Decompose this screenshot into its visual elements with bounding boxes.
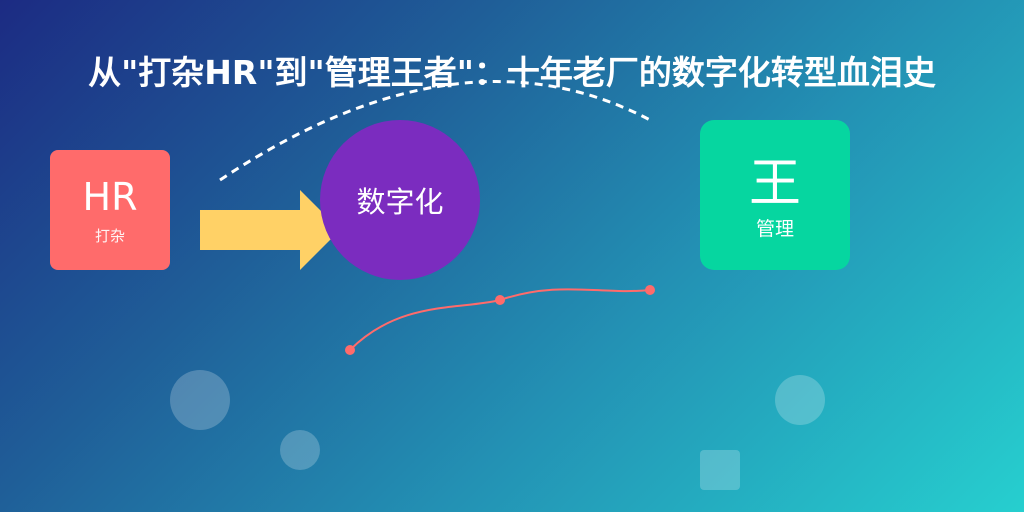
decor-circle-large bbox=[170, 370, 230, 430]
digitalization-circle: 数字化 bbox=[320, 120, 480, 280]
page-title: 从"打杂HR"到"管理王者"：十年老厂的数字化转型血泪史 bbox=[88, 53, 936, 92]
arrow-icon bbox=[200, 190, 340, 270]
decor-circle-small bbox=[280, 430, 320, 470]
growth-point-start bbox=[345, 345, 355, 355]
growth-point-end bbox=[645, 285, 655, 295]
decor-circle-right bbox=[775, 375, 825, 425]
king-box: 王 管理 bbox=[700, 120, 850, 270]
hr-box: HR 打杂 bbox=[50, 150, 170, 270]
hr-box-sublabel: 打杂 bbox=[94, 226, 125, 245]
king-box-sublabel: 管理 bbox=[755, 217, 794, 240]
hr-box-label: HR bbox=[82, 174, 138, 219]
growth-point-mid bbox=[495, 295, 505, 305]
dashed-arc bbox=[219, 80, 651, 182]
decor-square bbox=[700, 450, 740, 490]
king-box-label: 王 bbox=[748, 153, 801, 214]
digitalization-label: 数字化 bbox=[356, 185, 444, 219]
